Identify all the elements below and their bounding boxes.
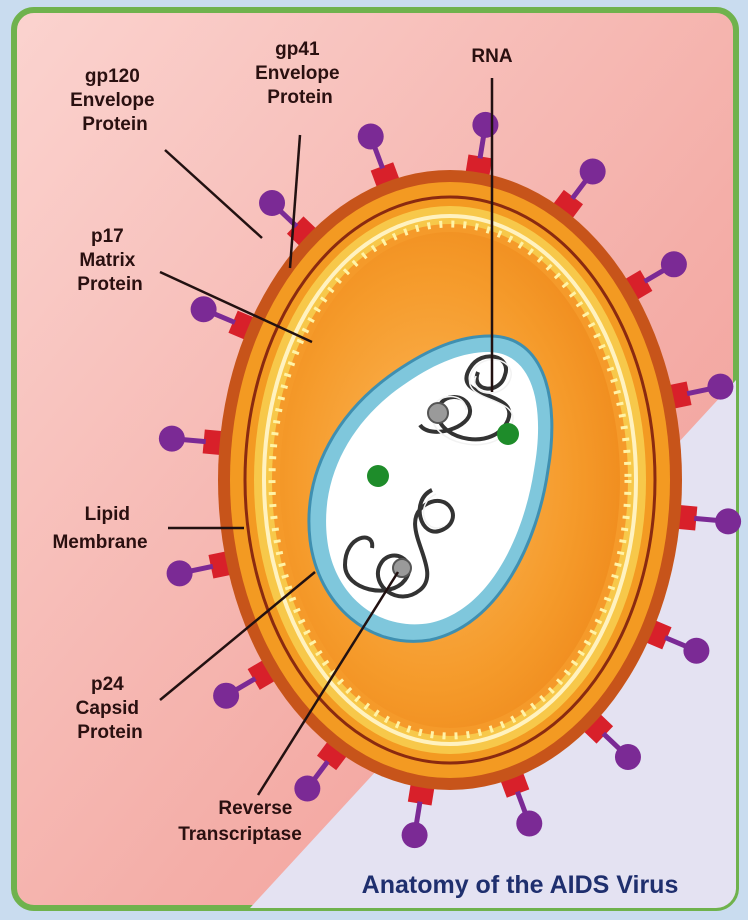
gp120-knob — [358, 123, 384, 149]
gp120-knob — [294, 776, 320, 802]
gp120-knob — [683, 638, 709, 664]
gp120-knob — [715, 508, 741, 534]
gp120-knob — [707, 374, 733, 400]
diagram-title: Anatomy of the AIDS Virus — [362, 871, 679, 899]
gp120-knob — [472, 112, 498, 138]
reverse-transcriptase-enzyme-upper — [428, 403, 448, 423]
integrase-enzyme-lower — [367, 465, 389, 487]
gp120-knob — [580, 158, 606, 184]
gp120-knob — [213, 683, 239, 709]
label-rna: RNA — [471, 46, 512, 67]
integrase-enzyme-upper — [497, 423, 519, 445]
gp120-knob — [167, 560, 193, 586]
gp120-knob — [402, 822, 428, 848]
gp120-knob — [516, 811, 542, 837]
gp120-knob — [259, 190, 285, 216]
gp120-knob — [661, 251, 687, 277]
gp120-knob — [159, 426, 185, 452]
gp120-knob — [615, 744, 641, 770]
gp120-knob — [191, 296, 217, 322]
